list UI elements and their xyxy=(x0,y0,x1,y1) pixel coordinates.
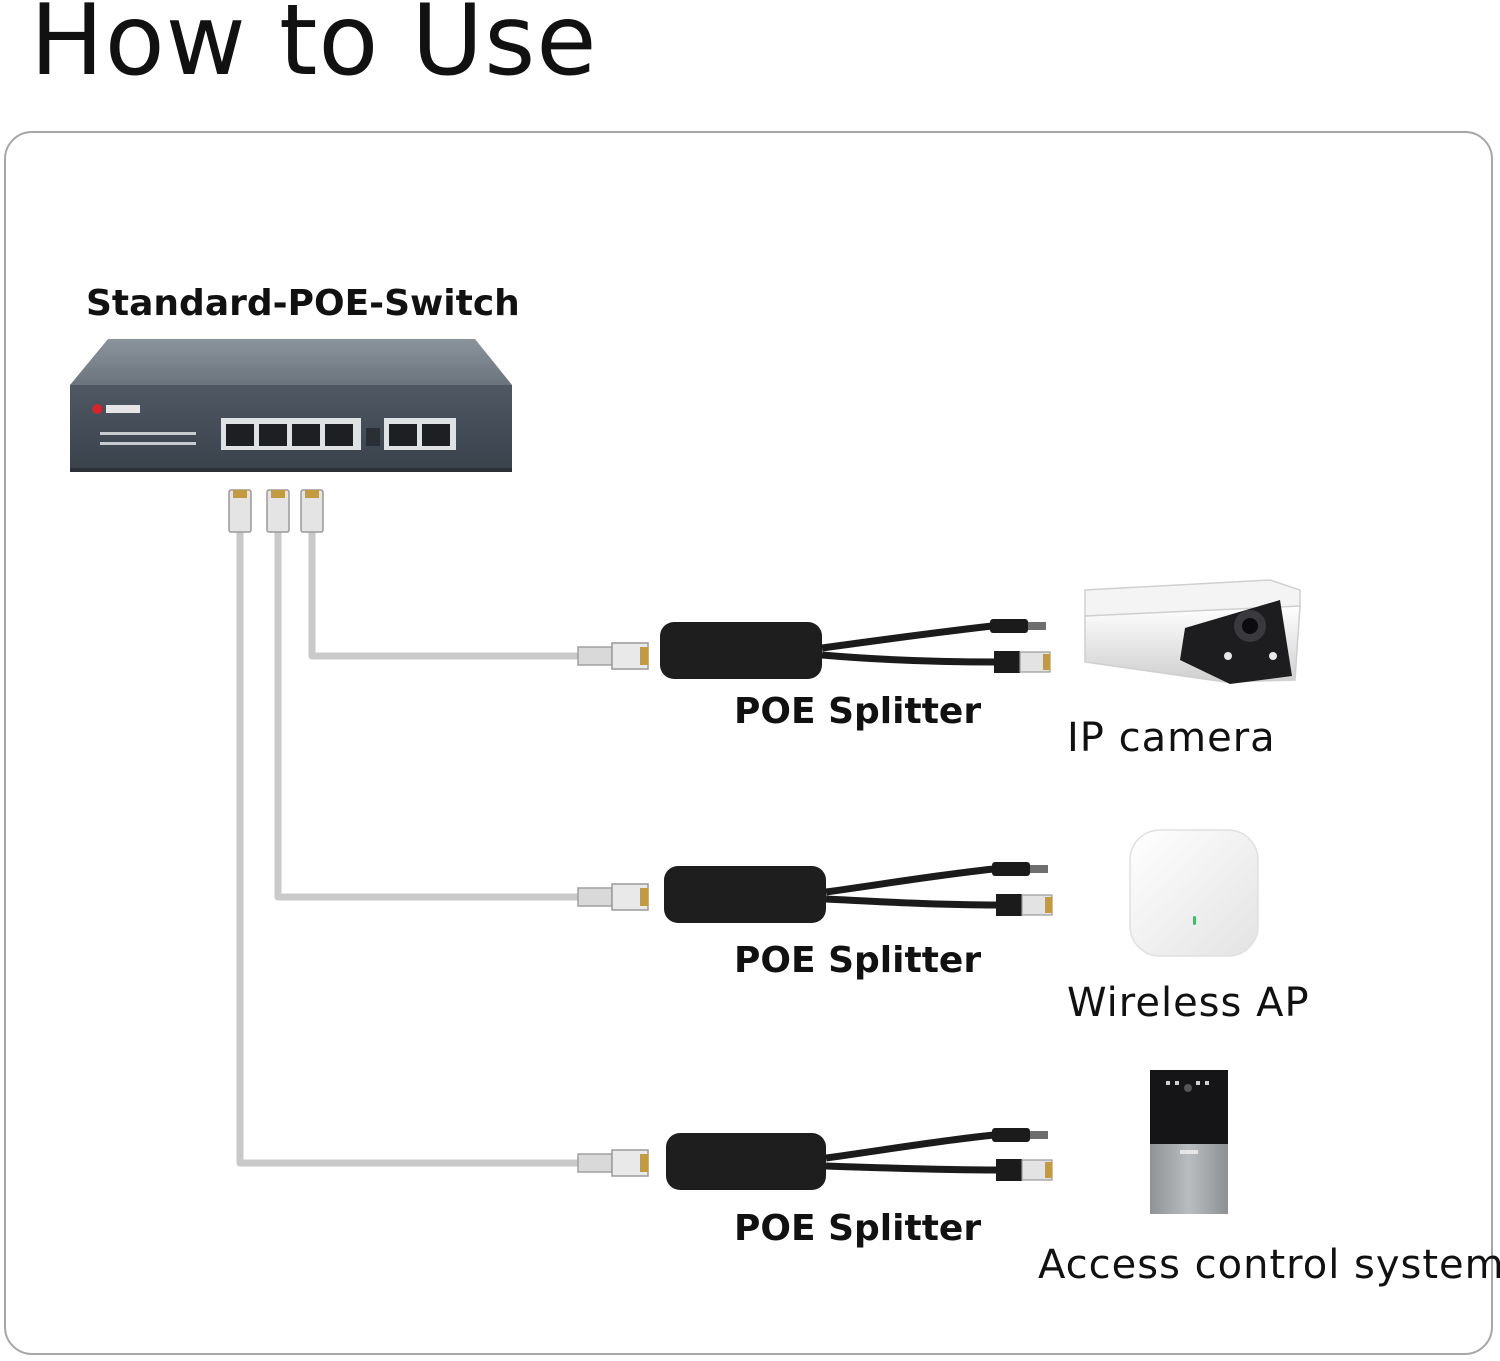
ip-camera-icon xyxy=(1084,579,1301,684)
poe-splitter-3 xyxy=(577,1128,1053,1190)
splitter-label-2: POE Splitter xyxy=(734,940,982,981)
poe-splitter-1 xyxy=(577,619,1051,679)
cable-3 xyxy=(236,526,586,1167)
switch-label: Standard-POE-Switch xyxy=(86,283,520,324)
cable-2 xyxy=(274,526,586,901)
wireless-ap-icon xyxy=(1129,829,1259,957)
splitter-label-1: POE Splitter xyxy=(734,691,982,732)
diagram-frame xyxy=(4,131,1493,1355)
poe-switch-icon xyxy=(70,339,512,472)
cable-1 xyxy=(308,526,586,660)
page-title: How to Use xyxy=(30,0,598,98)
device-label-access-control: Access control system xyxy=(1038,1242,1500,1288)
poe-splitter-2 xyxy=(577,862,1053,923)
device-label-wireless-ap: Wireless AP xyxy=(1067,980,1310,1026)
splitter-label-3: POE Splitter xyxy=(734,1208,982,1249)
device-label-ip-camera: IP camera xyxy=(1067,715,1276,761)
access-control-panel-icon xyxy=(1150,1070,1228,1214)
network-cables xyxy=(236,526,586,1167)
rj45-plugs-switch-side xyxy=(228,489,324,533)
